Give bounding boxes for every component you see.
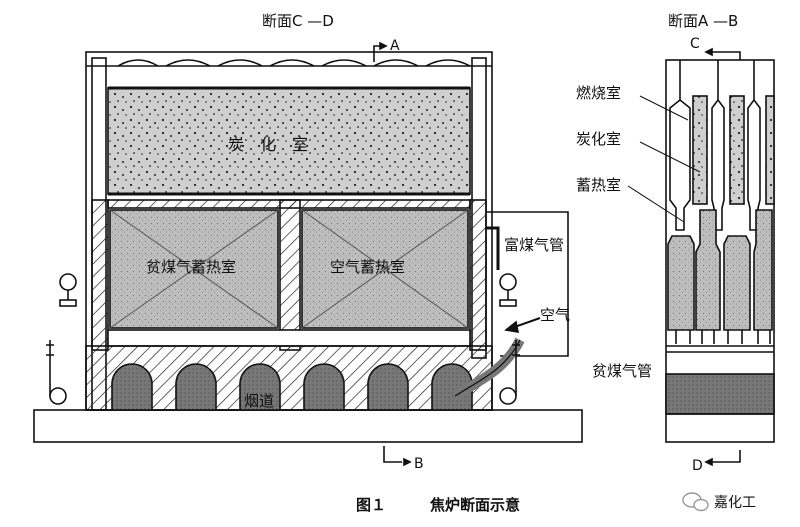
foundation [85, 345, 493, 411]
roof-cells [86, 59, 492, 67]
flue-arches [111, 363, 473, 411]
label-marker-a: A [390, 38, 400, 54]
label-lean-gas-pipe: 贫煤气管 [592, 362, 652, 380]
wall-middle [279, 199, 301, 351]
regen-bottom-band [107, 329, 471, 347]
gauge-left [59, 273, 77, 307]
valve-right-low [499, 340, 520, 405]
leader-combustion [639, 95, 689, 121]
leader-regenerator [627, 185, 685, 223]
section-marker-c [710, 51, 741, 60]
label-regenerator-right: 蓄热室 [576, 176, 621, 194]
wechat-icon [682, 492, 709, 512]
label-section-cd: 断面C —D [262, 12, 334, 30]
label-rich-gas-pipe: 富煤气管 [504, 236, 564, 254]
rich-gas-pipe-line [486, 211, 569, 357]
figure-number: 图１ [356, 496, 386, 514]
ground-slab [33, 409, 583, 443]
section-marker-b [383, 446, 402, 463]
label-marker-b: B [414, 456, 424, 472]
leader-carbonization [639, 141, 701, 173]
label-section-ab: 断面A —B [668, 12, 738, 30]
regenerator-cells [667, 209, 773, 344]
carbonization-chamber [107, 87, 471, 195]
section-ab-bottom-band [665, 373, 775, 415]
wall-right [469, 199, 487, 351]
figure-title: 焦炉断面示意 [429, 496, 520, 514]
wall-left [91, 199, 109, 351]
label-marker-d: D [692, 458, 703, 474]
label-flue: 烟道 [244, 392, 274, 410]
section-ab-frame [665, 59, 775, 443]
label-lean-gas-regenerator: 贫煤气蓄热室 [146, 258, 236, 276]
label-carbonization-chamber-right: 炭化室 [576, 130, 621, 148]
section-ab-view [627, 47, 775, 467]
label-air-regenerator: 空气蓄热室 [330, 258, 405, 276]
chamber-columns [669, 60, 775, 231]
label-marker-c: C [690, 36, 700, 52]
label-carbonization-chamber: 炭 化 室 [228, 135, 308, 154]
label-combustion-chamber-right: 燃烧室 [576, 84, 621, 102]
regen-top-band [107, 199, 471, 209]
label-air: 空气 [540, 306, 570, 324]
watermark: 嘉化工 [682, 492, 756, 512]
section-marker-d [710, 450, 741, 463]
valve-left-low [46, 340, 67, 405]
watermark-text: 嘉化工 [714, 495, 756, 511]
gauge-right [499, 273, 517, 307]
section-cd-view [33, 41, 583, 467]
